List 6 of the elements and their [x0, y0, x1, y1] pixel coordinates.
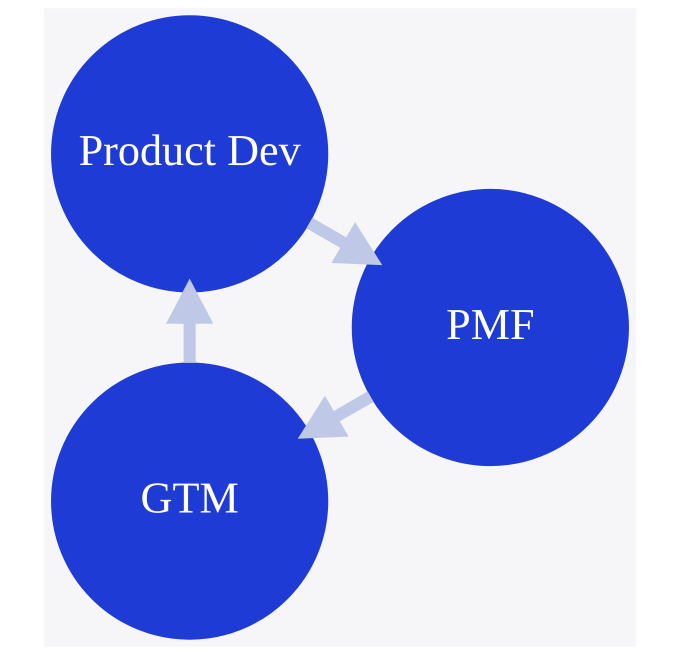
arrow — [165, 278, 213, 363]
node-circle: Product Dev — [50, 15, 328, 292]
node-circle: GTM — [50, 362, 328, 640]
node-circle: PMF — [351, 188, 628, 466]
arrow — [297, 391, 374, 439]
arrow — [306, 218, 382, 266]
